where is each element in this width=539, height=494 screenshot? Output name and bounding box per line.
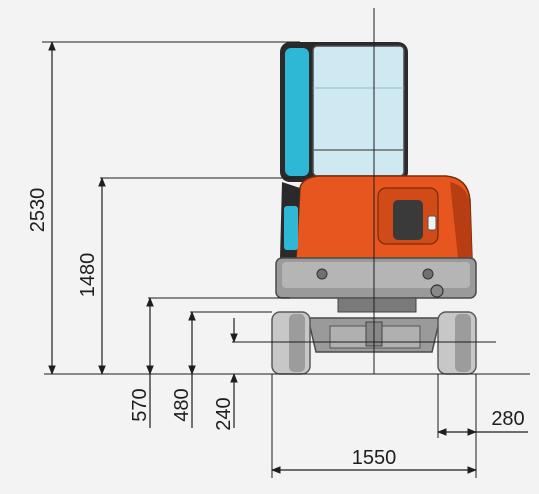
body-shade-right	[450, 182, 472, 258]
cab-glass-left	[285, 48, 309, 176]
dimension-lines	[48, 41, 528, 474]
tow-hook	[430, 284, 444, 298]
label-upper-frame-clearance: 570	[129, 388, 151, 421]
excavator-rear-view	[271, 42, 477, 375]
engine-hatch-window	[393, 200, 423, 240]
label-track-width: 1550	[352, 447, 397, 469]
label-shoe-width: 280	[491, 408, 524, 430]
body-glass-lower	[284, 206, 298, 250]
swing-bearing	[337, 297, 417, 313]
label-overall-height: 2530	[27, 188, 49, 233]
reference-lines	[42, 41, 530, 478]
label-cab-floor-height: 1480	[77, 253, 99, 298]
label-lower-frame-height: 480	[171, 388, 193, 421]
label-ground-clearance: 240	[213, 397, 235, 430]
lamp-right	[422, 268, 434, 280]
cab-glass-main	[312, 45, 405, 177]
lamp-left	[316, 268, 328, 280]
